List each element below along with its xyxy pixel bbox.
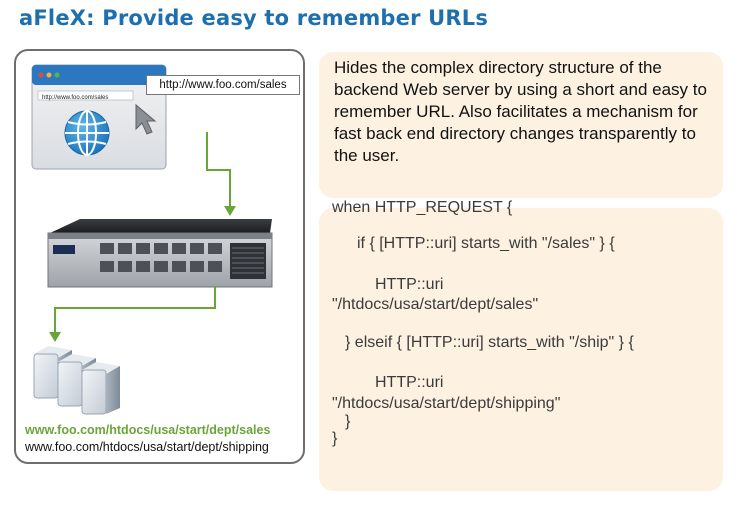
browser-window-icon xyxy=(31,64,167,170)
shipping-url: www.foo.com/htdocs/usa/start/dept/shippi… xyxy=(25,440,269,454)
code-line-7: "/htdocs/usa/start/dept/shipping" xyxy=(332,395,561,412)
code-line-9: } xyxy=(332,430,338,447)
code-panel xyxy=(319,208,723,491)
code-line-1: when HTTP_REQUEST { xyxy=(332,199,513,216)
page-title: aFleX: Provide easy to remember URLs xyxy=(19,6,489,30)
code-line-6: HTTP::uri xyxy=(375,374,444,391)
server-cluster-icon xyxy=(33,346,120,415)
url-callout: http://www.foo.com/sales xyxy=(146,75,300,95)
arrow-to-servers xyxy=(49,286,216,342)
code-line-8: } xyxy=(345,413,351,430)
address-bar-text: http://www.foo.com/sales xyxy=(42,95,109,101)
arrow-to-appliance xyxy=(206,132,236,216)
code-line-5: } elseif { [HTTP::uri] starts_with "/shi… xyxy=(345,334,634,351)
sales-url: www.foo.com/htdocs/usa/start/dept/sales xyxy=(25,423,271,437)
code-line-4: "/htdocs/usa/start/dept/sales" xyxy=(332,296,539,313)
network-appliance-icon xyxy=(47,219,273,288)
cursor-icon xyxy=(135,103,157,135)
description-panel xyxy=(319,52,723,198)
code-line-2: if { [HTTP::uri] starts_with "/sales" } … xyxy=(357,235,615,252)
description-text: Hides the complex directory structure of… xyxy=(334,58,707,165)
code-line-3: HTTP::uri xyxy=(375,276,444,293)
